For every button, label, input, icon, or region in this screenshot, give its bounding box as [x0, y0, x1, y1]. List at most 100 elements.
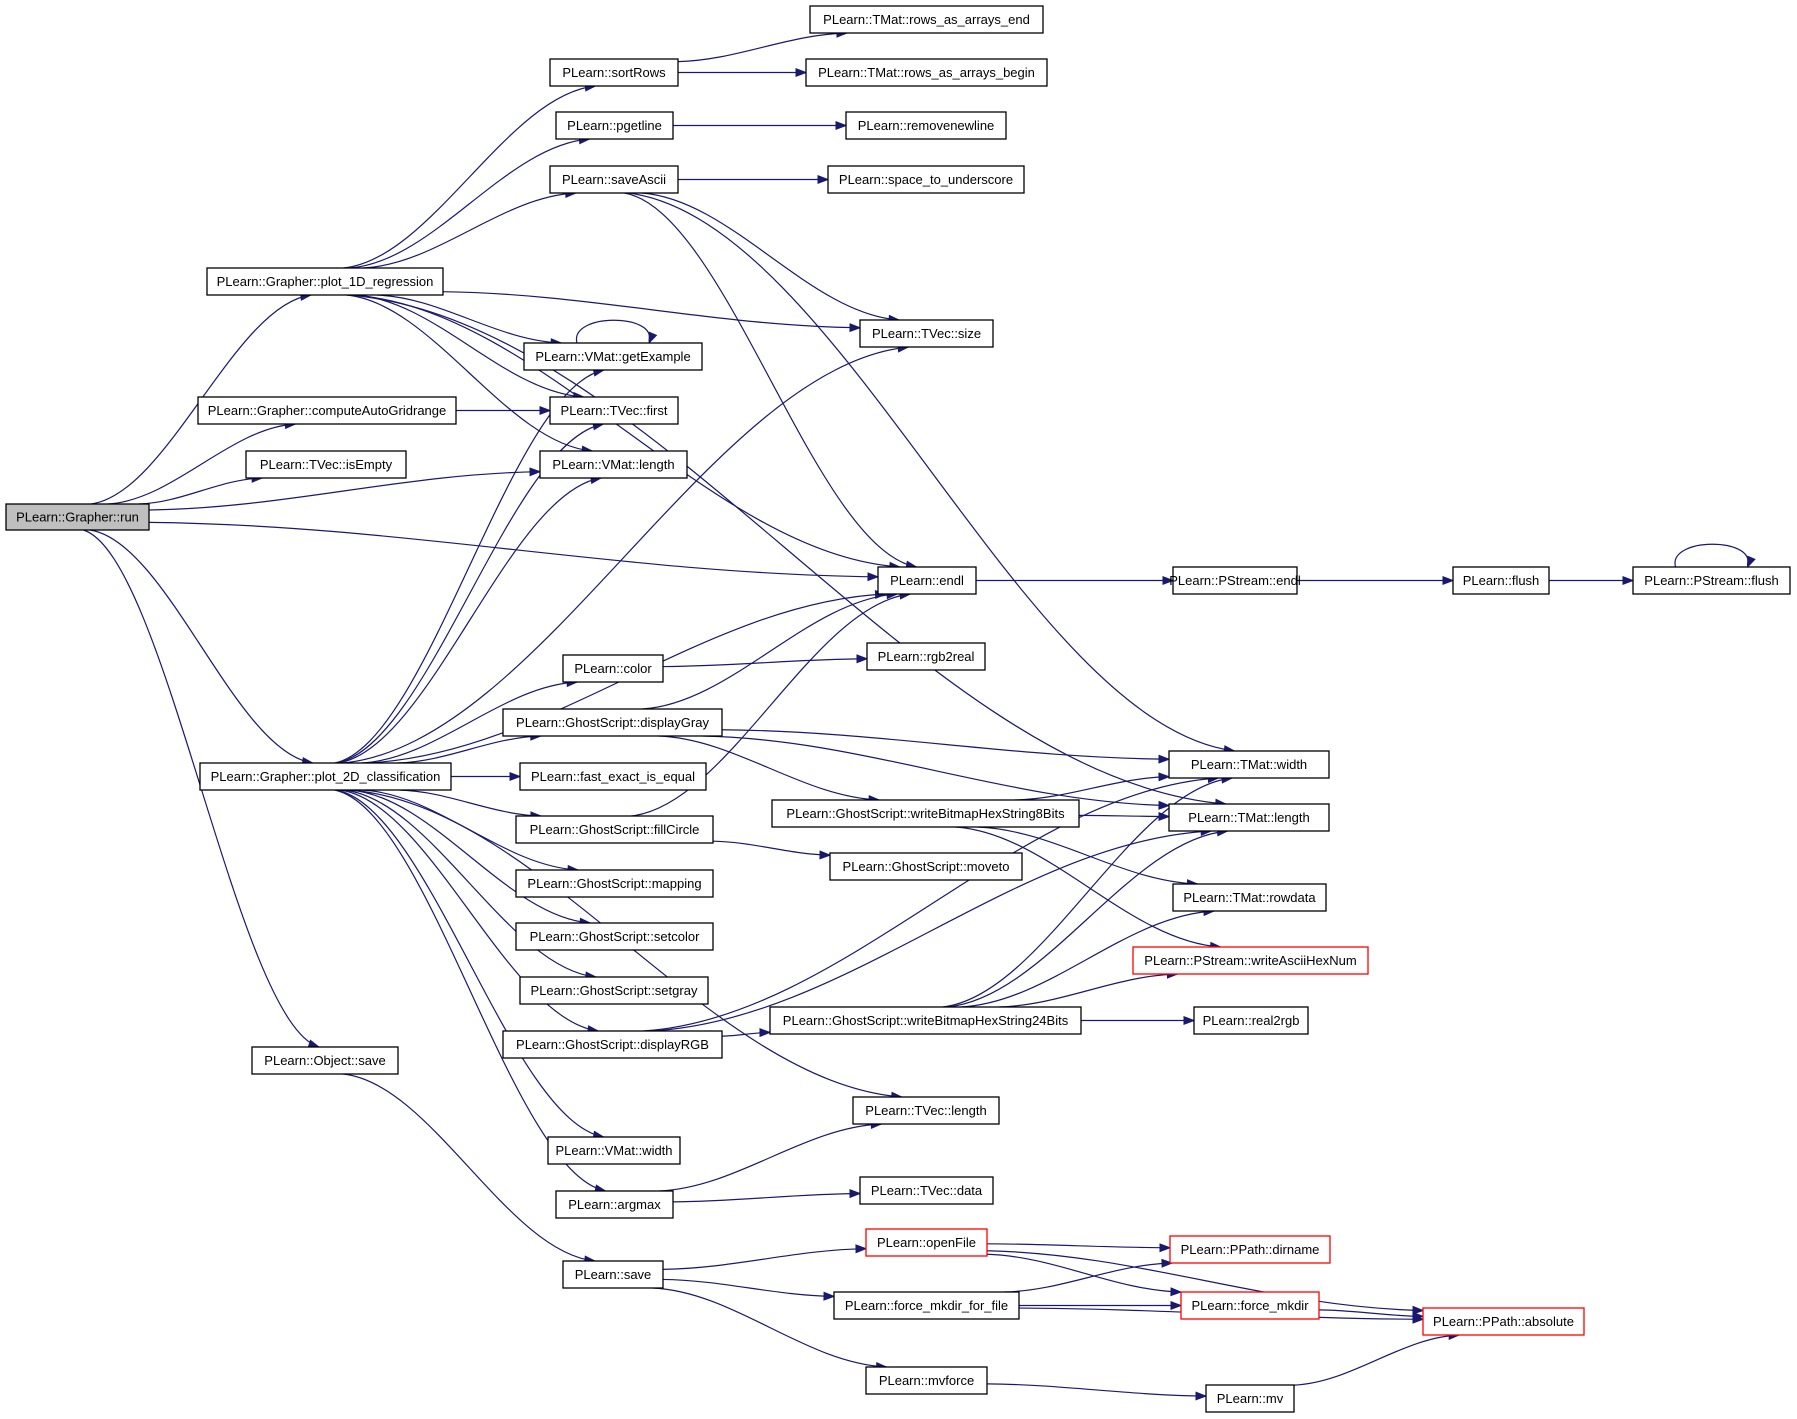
node-label: PLearn::TVec::length — [865, 1103, 986, 1118]
graph-node-tvfirst[interactable]: PLearn::TVec::first — [549, 396, 679, 425]
graph-node-endl[interactable]: PLearn::endl — [877, 566, 977, 595]
graph-edge-argmax-to-tvdata — [672, 1189, 862, 1203]
edge-arrowhead — [849, 323, 862, 333]
graph-node-plot2d[interactable]: PLearn::Grapher::plot_2D_classification — [199, 762, 452, 791]
graph-edge-wbhex24-to-real2rgb — [1080, 1015, 1196, 1026]
graph-node-vmwidth[interactable]: PLearn::VMat::width — [547, 1136, 681, 1165]
graph-edge-mvforce-to-mv — [986, 1383, 1208, 1401]
edge-line — [376, 294, 562, 344]
graph-node-rgb2real[interactable]: PLearn::rgb2real — [866, 642, 986, 671]
edge-line — [642, 593, 898, 710]
graph-node-psflush[interactable]: PLearn::PStream::flush — [1632, 566, 1791, 595]
edge-line — [343, 789, 596, 978]
graph-node-space[interactable]: PLearn::space_to_underscore — [827, 165, 1025, 194]
graph-edge-forcemkdirfile-to-dirname — [1004, 1258, 1174, 1293]
edge-line — [148, 521, 879, 578]
graph-node-rowsbegin[interactable]: PLearn::TMat::rows_as_arrays_begin — [805, 58, 1048, 87]
edge-arrowhead — [855, 1244, 868, 1254]
edge-line — [1318, 1309, 1424, 1318]
graph-node-flush[interactable]: PLearn::flush — [1452, 566, 1550, 595]
edge-line — [652, 1287, 887, 1368]
node-box — [1452, 566, 1550, 595]
graph-node-run[interactable]: PLearn::Grapher::run — [5, 503, 150, 531]
graph-edge-forcemkdirfile-to-forcemkdir — [1019, 1300, 1183, 1311]
graph-edge-save-to-openfile — [662, 1244, 868, 1270]
edge-line — [442, 291, 861, 329]
graph-node-wbhex24[interactable]: PLearn::GhostScript::writeBitmapHexStrin… — [769, 1006, 1082, 1035]
edge-line — [677, 32, 847, 63]
graph-node-rowsend[interactable]: PLearn::TMat::rows_as_arrays_end — [809, 5, 1044, 34]
graph-node-tvdata[interactable]: PLearn::TVec::data — [859, 1176, 994, 1205]
edge-line — [672, 1192, 861, 1203]
graph-node-forcemkdir[interactable]: PLearn::force_mkdir — [1180, 1291, 1320, 1320]
edge-line — [986, 1243, 1171, 1249]
graph-node-forcemkdirfile[interactable]: PLearn::force_mkdir_for_file — [833, 1291, 1020, 1320]
graph-node-tmwidth[interactable]: PLearn::TMat::width — [1168, 750, 1330, 779]
graph-edge-forcemkdir-to-absolute — [1318, 1309, 1425, 1321]
graph-node-pgetline[interactable]: PLearn::pgetline — [555, 111, 674, 140]
edge-line — [712, 840, 831, 856]
graph-node-tmrowdata[interactable]: PLearn::TMat::rowdata — [1172, 883, 1327, 912]
graph-node-fillcircle[interactable]: PLearn::GhostScript::fillCircle — [515, 815, 714, 844]
graph-edge-openfile-to-absolute — [986, 1250, 1425, 1315]
graph-node-tvlength[interactable]: PLearn::TVec::length — [852, 1096, 1000, 1125]
edge-line — [659, 1123, 882, 1192]
node-label: PLearn::argmax — [568, 1197, 661, 1212]
graph-node-dirname[interactable]: PLearn::PPath::dirname — [1169, 1235, 1331, 1264]
graph-edge-argmax-to-tvlength — [659, 1119, 883, 1192]
graph-node-save[interactable]: PLearn::save — [562, 1260, 664, 1289]
graph-edge-wbhex24-to-writehex — [998, 969, 1179, 1008]
graph-node-real2rgb[interactable]: PLearn::real2rgb — [1193, 1006, 1309, 1035]
edge-arrowhead — [835, 120, 848, 131]
graph-node-autogrid[interactable]: PLearn::Grapher::computeAutoGridrange — [197, 396, 457, 425]
node-label: PLearn::VMat::length — [552, 457, 674, 472]
graph-node-dispgray[interactable]: PLearn::GhostScript::displayGray — [502, 708, 723, 737]
graph-node-absolute[interactable]: PLearn::PPath::absolute — [1422, 1307, 1585, 1336]
edge-arrowhead — [1622, 575, 1635, 586]
graph-edge-plot1d-to-tmlength — [348, 294, 1228, 808]
node-label: PLearn::mvforce — [879, 1373, 974, 1388]
edge-line — [343, 1073, 595, 1262]
graph-node-fastequal[interactable]: PLearn::fast_exact_is_equal — [519, 762, 707, 791]
graph-node-objsave[interactable]: PLearn::Object::save — [251, 1046, 399, 1075]
graph-node-psendl[interactable]: PLearn::PStream::endl — [1169, 566, 1301, 595]
graph-node-mvforce[interactable]: PLearn::mvforce — [865, 1366, 988, 1395]
graph-node-tmlength[interactable]: PLearn::TMat::length — [1168, 803, 1330, 832]
graph-node-mapping[interactable]: PLearn::GhostScript::mapping — [515, 869, 714, 898]
graph-node-removenl[interactable]: PLearn::removenewline — [845, 111, 1007, 140]
node-box — [549, 396, 679, 425]
graph-node-setgray[interactable]: PLearn::GhostScript::setgray — [519, 976, 709, 1005]
node-box — [845, 111, 1007, 140]
edge-line — [148, 471, 541, 511]
graph-node-tvsize[interactable]: PLearn::TVec::size — [859, 319, 994, 348]
graph-node-argmax[interactable]: PLearn::argmax — [555, 1190, 674, 1219]
graph-node-mv[interactable]: PLearn::mv — [1205, 1384, 1295, 1413]
graph-node-wbhex8[interactable]: PLearn::GhostScript::writeBitmapHexStrin… — [771, 799, 1080, 828]
graph-node-color[interactable]: PLearn::color — [562, 654, 664, 683]
node-label: PLearn::real2rgb — [1203, 1013, 1300, 1028]
edge-arrowhead — [1183, 1015, 1196, 1026]
graph-edge-color-to-rgb2real — [662, 654, 869, 668]
graph-node-setcolor[interactable]: PLearn::GhostScript::setcolor — [515, 922, 714, 951]
graph-node-plot1d[interactable]: PLearn::Grapher::plot_1D_regression — [206, 267, 444, 296]
node-label: PLearn::TMat::rowdata — [1183, 890, 1316, 905]
graph-node-writehex[interactable]: PLearn::PStream::writeAsciiHexNum — [1132, 946, 1369, 975]
graph-node-moveto[interactable]: PLearn::GhostScript::moveto — [829, 852, 1023, 881]
edge-line — [352, 294, 900, 568]
graph-node-sortrows[interactable]: PLearn::sortRows — [549, 58, 679, 87]
node-label: PLearn::PStream::flush — [1644, 573, 1778, 588]
graph-node-vmlength[interactable]: PLearn::VMat::length — [539, 450, 688, 479]
graph-node-disprgb[interactable]: PLearn::GhostScript::displayRGB — [502, 1030, 723, 1059]
node-label: PLearn::Grapher::computeAutoGridrange — [208, 403, 446, 418]
graph-edge-plot2d-to-fastequal — [451, 771, 522, 782]
node-box — [833, 1291, 1020, 1320]
graph-node-getexample[interactable]: PLearn::VMat::getExample — [523, 342, 703, 371]
graph-node-saveascii[interactable]: PLearn::saveAscii — [549, 165, 679, 194]
graph-node-isempty[interactable]: PLearn::TVec::isEmpty — [245, 450, 407, 479]
node-label: PLearn::TMat::rows_as_arrays_end — [823, 12, 1030, 27]
graph-node-openfile[interactable]: PLearn::openFile — [865, 1228, 988, 1257]
graph-edge-plot1d-to-pgetline — [350, 135, 591, 269]
graph-edge-run-to-endl — [148, 521, 880, 582]
edge-arrowhead — [1170, 1300, 1183, 1311]
graph-edge-psendl-to-flush — [1297, 575, 1455, 586]
